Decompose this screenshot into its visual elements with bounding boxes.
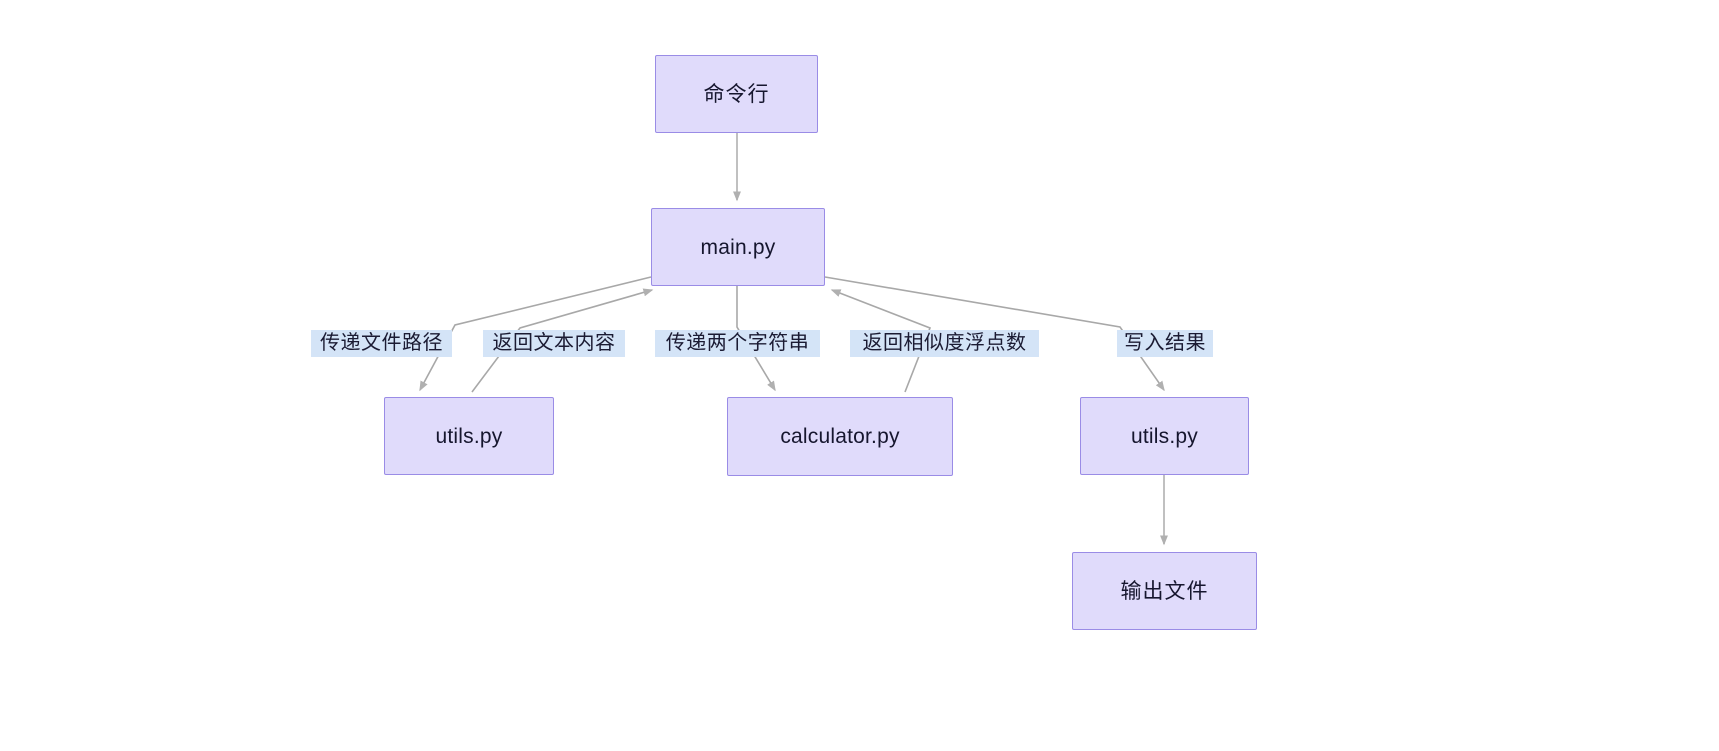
edge-main-to-calculator xyxy=(736,286,776,392)
node-calculator-py[interactable]: calculator.py xyxy=(727,397,953,476)
edge-label-write-result: 写入结果 xyxy=(1117,330,1213,357)
node-command-line[interactable]: 命令行 xyxy=(655,55,818,133)
node-main-py[interactable]: main.py xyxy=(651,208,825,286)
edge-label-return-text-content: 返回文本内容 xyxy=(483,330,625,357)
edge-label-pass-two-strings: 传递两个字符串 xyxy=(655,330,820,357)
node-utils-py-right[interactable]: utils.py xyxy=(1080,397,1249,475)
edge-main-to-utils-right xyxy=(824,276,1165,392)
edge-calculator-to-main xyxy=(830,289,932,393)
edge-label-return-similarity-float: 返回相似度浮点数 xyxy=(850,330,1039,357)
edge-label-pass-file-path: 传递文件路径 xyxy=(311,330,452,357)
node-utils-py-left[interactable]: utils.py xyxy=(384,397,554,475)
edge-main-to-utils-left xyxy=(419,276,652,392)
node-output-file[interactable]: 输出文件 xyxy=(1072,552,1257,630)
edge-utils-left-to-main xyxy=(471,288,654,393)
